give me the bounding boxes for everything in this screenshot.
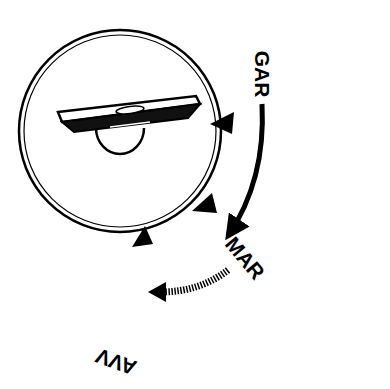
rotation-arrow xyxy=(228,104,262,236)
position-label: MAR xyxy=(222,233,269,283)
dial-ring xyxy=(19,30,221,232)
key-head-side xyxy=(62,104,200,132)
position-mark xyxy=(192,193,217,213)
position-mark xyxy=(132,226,153,247)
dial-inner-ring xyxy=(24,35,216,227)
position-mark xyxy=(210,112,234,134)
key-loop xyxy=(96,128,144,154)
key-highlight xyxy=(110,122,150,127)
momentary-arrow-head xyxy=(148,282,166,302)
key-slot xyxy=(116,105,145,115)
momentary-arrow xyxy=(160,270,228,292)
position-label: AVV xyxy=(93,345,139,379)
position-label: GAR xyxy=(252,51,273,98)
